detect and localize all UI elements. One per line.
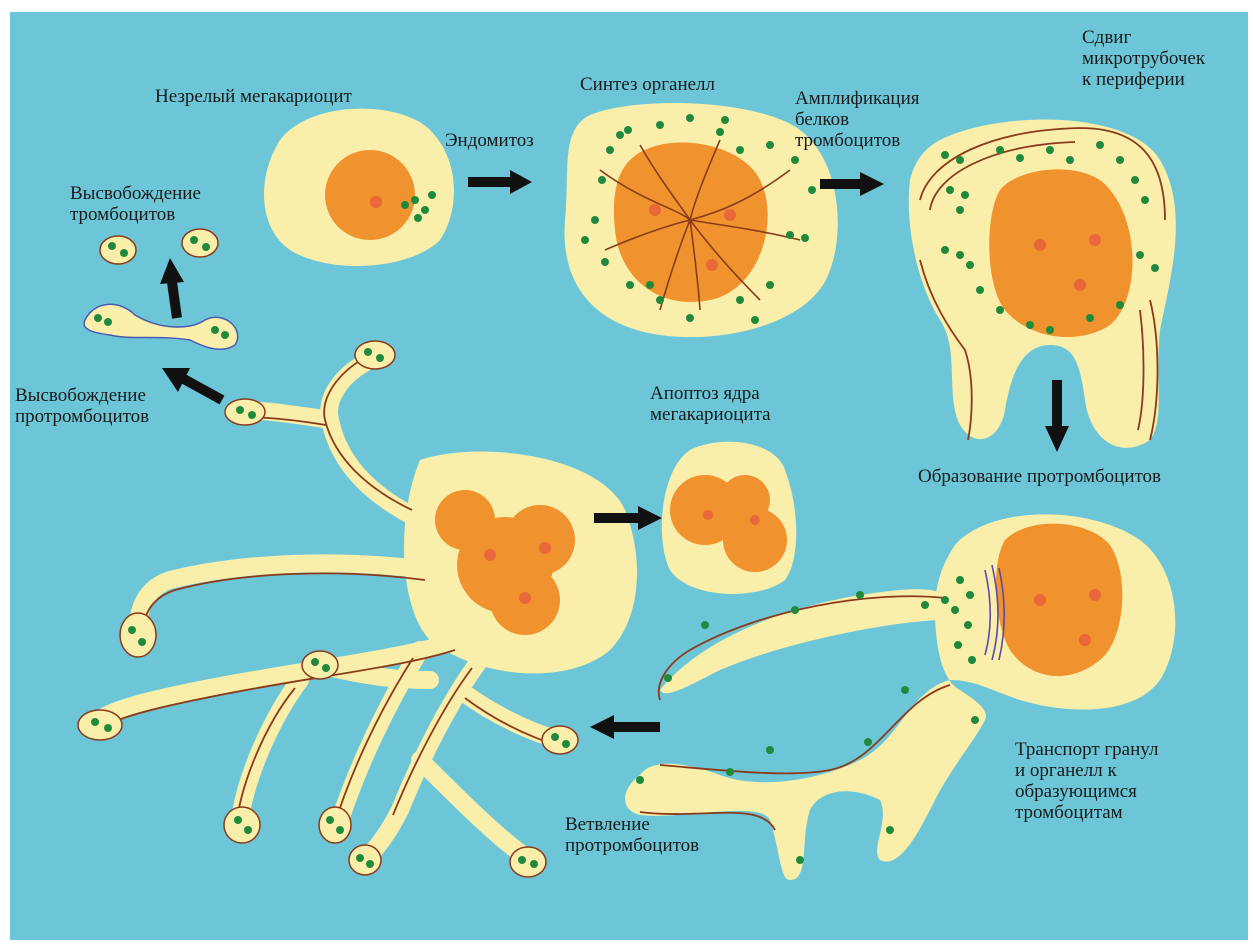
apoptosis-cell xyxy=(662,442,796,594)
label-transport: Транспорт гранул и органелл к образующим… xyxy=(1015,739,1158,823)
label-immature-megakaryocyte: Незрелый мегакариоцит xyxy=(155,86,352,107)
label-organelle-synthesis: Синтез органелл xyxy=(580,74,715,95)
label-proplatelet-formation: Образование протромбоцитов xyxy=(918,466,1161,487)
label-endomitosis: Эндомитоз xyxy=(445,130,534,151)
label-branching: Ветвление протромбоцитов xyxy=(565,814,699,856)
label-microtubule-shift: Сдвиг микротрубочек к периферии xyxy=(1082,27,1205,90)
immature-megakaryocyte xyxy=(264,109,454,266)
label-apoptosis: Апоптоз ядра мегакариоцита xyxy=(650,383,771,425)
label-platelet-release: Высвобождение тромбоцитов xyxy=(70,183,201,225)
label-proplatelet-release: Высвобождение протромбоцитов xyxy=(15,385,149,427)
label-amplification: Амплификация белков тромбоцитов xyxy=(795,88,920,151)
